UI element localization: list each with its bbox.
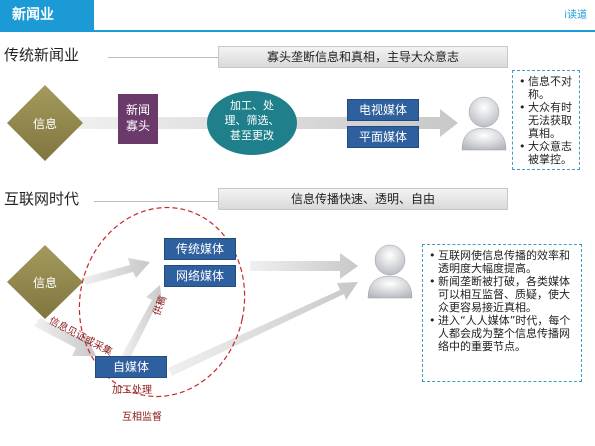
traditional-info-diamond <box>7 85 83 161</box>
note-item: 大众有时无法获取真相。 <box>519 101 574 140</box>
note-item: 进入“人人媒体”时代，每个人都会成为整个信息传播网络中的重要节点。 <box>429 314 576 353</box>
arrow-media-to-person <box>250 253 358 279</box>
process-ellipse <box>207 91 297 155</box>
brand-logo: i读道 <box>564 10 587 21</box>
internet-diamond-label: 信息 <box>32 276 57 290</box>
traditional-diamond-label: 信息 <box>32 117 57 131</box>
traditional-media-box: 传统媒体 <box>164 238 236 260</box>
arrow-to-media <box>82 258 150 285</box>
arrow-to-self-media <box>34 318 96 356</box>
traditional-banner: 寡头垄断信息和真相，主导大众意志 <box>218 46 508 68</box>
self-media-box: 自媒体 <box>95 356 167 378</box>
traditional-section-title: 传统新闻业 <box>4 46 80 64</box>
note-item: 大众意志被掌控。 <box>519 140 574 166</box>
supervise-label: 互相监督 <box>122 412 162 423</box>
section-divider <box>94 201 218 202</box>
process-ellipse-label: 加工、处 理、筛选、 甚至更改 <box>224 99 280 142</box>
note-item: 新闻垄断被打破，各类媒体可以相互监督、质疑，使大众更容易接近真相。 <box>429 275 576 314</box>
note-item: 信息不对称。 <box>519 75 574 101</box>
note-item: 互联网使信息传播的效率和透明度大幅度提高。 <box>429 249 576 275</box>
section-divider <box>108 57 218 58</box>
process-label: 加工处理 <box>112 385 152 396</box>
media-ecosystem-outline <box>78 206 246 398</box>
internet-person-icon <box>367 244 413 299</box>
traditional-person-icon <box>461 96 507 151</box>
internet-notes: 互联网使信息传播的效率和透明度大幅度提高。 新闻垄断被打破，各类媒体可以相互监督… <box>422 244 582 382</box>
tv-media-box: 电视媒体 <box>347 99 419 121</box>
online-media-box: 网络媒体 <box>164 265 236 287</box>
print-media-box: 平面媒体 <box>347 126 419 148</box>
arrow-self-to-media <box>122 285 162 358</box>
internet-info-diamond <box>7 245 83 319</box>
traditional-notes: 信息不对称。 大众有时无法获取真相。 大众意志被掌控。 <box>512 70 580 170</box>
internet-section-title: 互联网时代 <box>4 190 80 208</box>
news-oligarch-box: 新闻 寡头 <box>118 94 158 144</box>
internet-banner: 信息传播快速、透明、自由 <box>218 188 508 210</box>
header-divider <box>0 30 595 32</box>
page-title: 新闻业 <box>0 0 94 30</box>
arrow-self-to-person <box>168 282 358 376</box>
